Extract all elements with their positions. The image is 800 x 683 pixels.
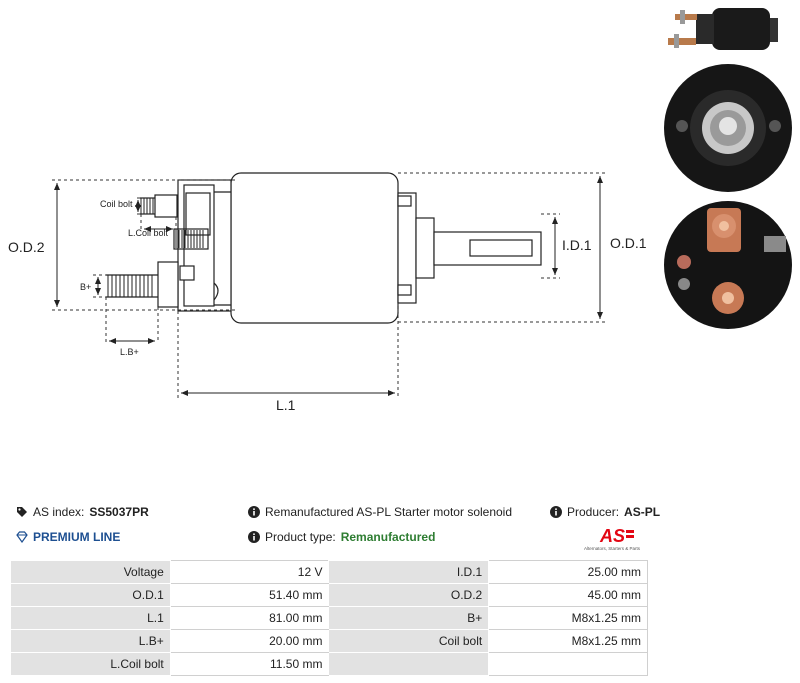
param-label: L.Coil bolt [10,652,171,676]
param-value [488,652,648,676]
svg-text:Alternators, Starters & Parts: Alternators, Starters & Parts [584,546,641,551]
producer-label: Producer: [567,505,620,519]
param-label: O.D.1 [10,583,171,607]
premium-line-text: PREMIUM LINE [33,530,121,544]
product-type-label: Product type: [265,530,336,544]
param-label: Voltage [10,560,171,584]
param-label [328,652,490,676]
label-l-coil-bolt: L.Coil bolt [128,228,169,238]
solenoid-side-photo [668,8,778,50]
param-label: I.D.1 [328,560,490,584]
solenoid-rear-photo [664,201,792,329]
premium-line-badge: PREMIUM LINE [16,530,120,544]
info-icon [248,506,260,518]
as-pl-logo: AS Alternators, Starters & Parts [584,526,641,551]
info-icon [248,531,260,543]
info-icon [550,506,562,518]
param-label: B+ [328,606,490,630]
param-value: 20.00 mm [169,629,330,653]
svg-text:AS: AS [599,526,625,546]
param-value: 81.00 mm [169,606,330,630]
param-value: 45.00 mm [488,583,648,607]
param-label: Coil bolt [328,629,490,653]
label-coil-bolt: Coil bolt [100,199,133,209]
as-index-label: AS index: [33,505,85,519]
param-label: O.D.2 [328,583,490,607]
technical-drawing: O.D.2 O.D.1 I.D.1 L.1 Coil bolt L.Coil b… [8,172,647,413]
tags-icon [17,507,27,517]
param-value: 51.40 mm [169,583,330,607]
producer-value: AS-PL [624,505,661,519]
param-value: M8x1.25 mm [488,629,648,653]
param-value: 12 V [169,560,330,584]
param-label: L.B+ [10,629,171,653]
info-row-2: PREMIUM LINE Product type: Remanufacture… [0,530,800,552]
product-photos [664,8,792,329]
product-description: Remanufactured AS-PL Starter motor solen… [248,505,512,519]
producer: Producer: AS-PL [550,505,660,519]
diamond-icon [16,531,28,543]
label-od2: O.D.2 [8,239,45,255]
as-index-value: SS5037PR [89,505,149,519]
label-l1: L.1 [276,397,296,413]
product-type-value: Remanufactured [340,530,436,544]
info-row-1: AS index: SS5037PR Remanufactured AS-PL … [0,505,800,527]
description-text: Remanufactured AS-PL Starter motor solen… [265,505,513,519]
label-b-plus: B+ [80,282,91,292]
label-od1: O.D.1 [610,235,647,251]
param-value: 25.00 mm [488,560,648,584]
product-type: Product type: Remanufactured [248,530,435,544]
param-value: 11.50 mm [169,652,330,676]
param-value: M8x1.25 mm [488,606,648,630]
as-index: AS index: SS5037PR [16,505,149,519]
param-label: L.1 [10,606,171,630]
solenoid-front-photo [664,64,792,192]
label-l-b-plus: L.B+ [120,347,139,357]
label-id1: I.D.1 [562,237,592,253]
